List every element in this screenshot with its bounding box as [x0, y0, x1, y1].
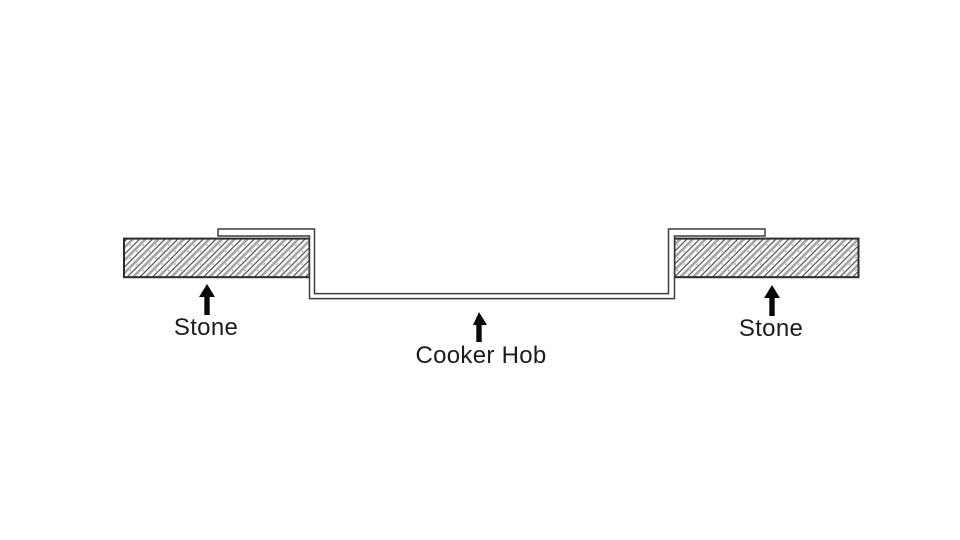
- stone-right-label: Stone: [738, 315, 804, 342]
- stone-left-label: Stone: [173, 314, 239, 341]
- arrow-up-icon-stone-left: [199, 284, 215, 315]
- arrow-up-icon-stone-right: [764, 285, 780, 316]
- stone-slab-right: [673, 237, 860, 279]
- cooker-hob-profile: [217, 228, 766, 300]
- arrow-up-icon-cooker-hob: [473, 312, 487, 342]
- cooker-hob-label: Cooker Hob: [415, 342, 547, 369]
- stone-slab-left: [123, 237, 311, 279]
